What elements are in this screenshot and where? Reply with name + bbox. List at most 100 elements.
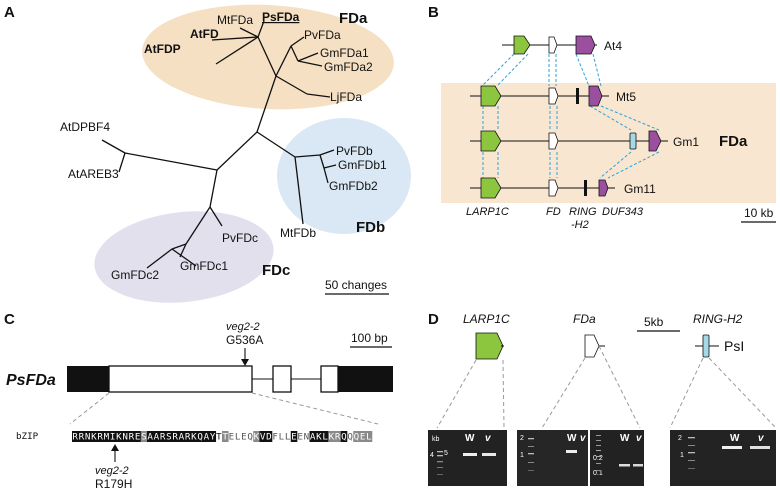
psfda-gene-structure: [67, 365, 393, 393]
bzip-label: bZIP: [16, 431, 39, 442]
bzip-residue: A: [179, 432, 185, 443]
bzip-residue-bg: [97, 431, 104, 442]
ring-h2-gene-gm11: [584, 180, 587, 196]
bzip-residue: Q: [247, 432, 253, 443]
bzip-residue: Q: [347, 432, 353, 443]
exon2-block: [272, 365, 292, 393]
gel4-v: v: [758, 433, 765, 444]
bzip-residue: N: [85, 432, 91, 443]
panel-d-label: D: [428, 311, 439, 328]
ring-h2-gene-gm1: [629, 132, 637, 150]
gene-label-fd: FD: [546, 206, 561, 218]
leaf-gmfdb2: GmFDb2: [329, 179, 378, 193]
gel3-marker-02: 0.2: [593, 455, 603, 462]
bzip-residue: Q: [197, 432, 203, 443]
bzip-residue-bg: [309, 431, 317, 442]
bzip-residue-bg: [259, 431, 267, 442]
bzip-residue-bg: [203, 431, 210, 442]
bzip-residue-bg: [197, 431, 204, 442]
locus-at4: At4: [502, 35, 622, 55]
gel3-marker-01: 0.1: [593, 470, 603, 477]
gel3-w: W: [620, 433, 630, 444]
bzip-residue-bg: [140, 431, 148, 442]
bzip-residue: T: [216, 432, 222, 443]
duf343-gene-gm11: [598, 179, 609, 197]
fda-gene-d: [584, 334, 600, 358]
larp1c-gene-at4: [513, 35, 531, 55]
bzip-residue: K: [316, 432, 322, 443]
leaf-atareb3: AtAREB3: [68, 167, 119, 181]
leaf-pvfda: PvFDa: [304, 28, 341, 42]
bzip-residue: N: [304, 432, 310, 443]
gel4-marker-1: 1: [680, 452, 684, 459]
synteny-links: [481, 53, 660, 179]
gene-psfda-label: PsFDa: [6, 372, 56, 389]
bzip-residue-bg: [78, 431, 85, 442]
leaf-pvfdb: PvFDb: [336, 144, 373, 158]
locus-mt5: Mt5: [470, 85, 636, 107]
phylogenetic-tree: [101, 20, 337, 269]
bzip-residue-bg: [172, 431, 179, 442]
bzip-residue: E: [135, 432, 141, 443]
bzip-residue-bg: [165, 431, 173, 442]
gel-fda: 2 1 W v: [517, 430, 588, 486]
larp1c-gene-gm11: [480, 177, 502, 199]
bzip-residue: T: [222, 432, 228, 443]
bzip-residue: Q: [341, 432, 347, 443]
bzip-residue-bg: [265, 431, 273, 442]
group-fda: FDa: [339, 10, 368, 27]
duf343-gene-gm1: [648, 130, 662, 152]
leaf-gmfda1: GmFDa1: [320, 46, 369, 60]
bzip-residue-bg: [90, 431, 98, 442]
duf343-gene-mt5: [588, 85, 603, 107]
bzip-zoom-lines: [69, 392, 379, 425]
row-label-gm1: Gm1: [673, 135, 699, 149]
panel-c-label: C: [4, 311, 15, 328]
exon3-block: [320, 365, 339, 393]
ring-h2-gene-mt5: [576, 88, 579, 104]
fd-gene-gm1: [548, 132, 559, 150]
utr3-block: [338, 366, 393, 392]
leaf-gmfda2: GmFDa2: [324, 60, 373, 74]
row-label-at4: At4: [604, 39, 622, 53]
bzip-residue-bg: [159, 431, 167, 442]
larp1c-gene-d: [475, 332, 504, 360]
gel2-w: W: [567, 433, 577, 444]
bzip-residue: K: [91, 432, 97, 443]
scale-bar-label-a: 50 changes: [325, 278, 387, 292]
bzip-residue: L: [322, 432, 328, 443]
fda-clade-ellipse: [142, 4, 394, 110]
bzip-residue-bg: [153, 431, 160, 442]
gel2-v: v: [580, 433, 587, 444]
gel4-w: W: [730, 433, 740, 444]
bzip-residue-bg: [128, 431, 135, 442]
fd-gene-at4: [548, 36, 558, 54]
bzip-residue: L: [235, 432, 241, 443]
bzip-residue-bg: [134, 431, 142, 442]
mutation-arrowhead-bottom: [111, 444, 119, 451]
leaf-gmfdc1: GmFDc1: [180, 259, 228, 273]
bzip-residue: L: [285, 432, 291, 443]
bzip-residue: E: [297, 432, 303, 443]
bzip-residue-bg: [190, 431, 198, 442]
gene-label-ring: RING: [569, 206, 597, 218]
bzip-residue: M: [104, 432, 110, 443]
bzip-residue-bg: [328, 431, 335, 442]
bzip-residue: E: [360, 432, 366, 443]
leaf-mtfda: MtFDa: [217, 13, 253, 27]
gel1-v: v: [485, 433, 492, 444]
leaf-gmfdb1: GmFDb1: [338, 158, 387, 172]
bzip-residue: Q: [354, 432, 360, 443]
utr5-block: [67, 366, 109, 392]
bzip-residue: S: [141, 432, 147, 443]
bzip-residue: K: [116, 432, 122, 443]
bzip-residue: S: [166, 432, 172, 443]
gel3-v: v: [636, 433, 643, 444]
bzip-residue: N: [122, 432, 128, 443]
bzip-residue: L: [279, 432, 285, 443]
leaf-gmfdc2: GmFDc2: [111, 268, 159, 282]
gene-label-duf343: DUF343: [602, 206, 644, 218]
leaf-psfda: PsFDa: [262, 10, 300, 24]
